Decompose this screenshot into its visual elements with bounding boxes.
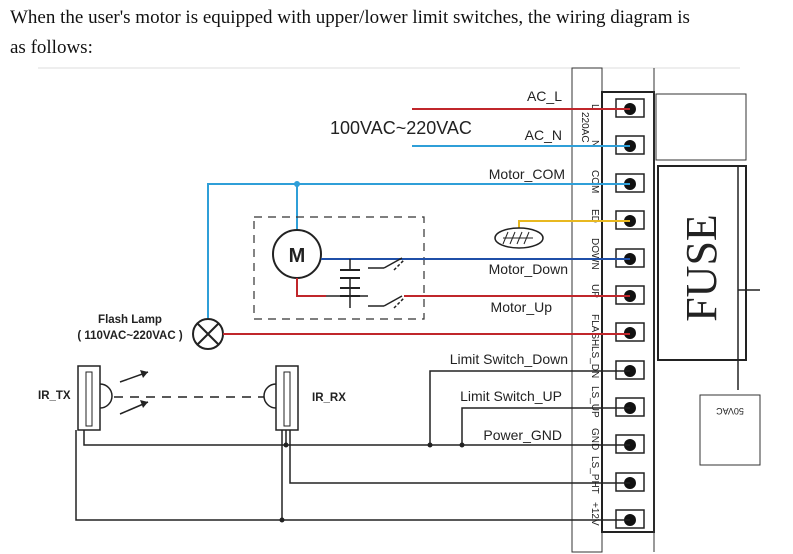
motor-com-wire [207,181,630,318]
terminal-flash [615,322,645,342]
intro-line-2: as follows: [10,37,93,58]
limit-switch-up-wire [461,407,630,445]
limit-switch-down-label: Limit Switch_Down [450,351,568,367]
voltage-label: 100VAC~220VAC [330,118,472,138]
ir-tx-label: IR_TX [38,390,71,402]
terminal-gnd [615,434,645,454]
intro-text: When the user's motor is equipped with u… [10,3,790,63]
terminal-ls-pht [615,472,645,492]
terminal-label-up: UP [589,284,600,298]
terminal-label-ed: ED [589,209,600,223]
flash-lamp-icon [192,318,224,350]
terminal-label-com: COM [589,170,600,193]
terminal-label-ls-up: LS_UP [589,386,600,418]
board-side-text: 50VAC [716,406,744,416]
terminal-label-l: L [589,104,600,110]
down-limit-contact [368,257,405,271]
up-limit-contact [326,295,405,309]
limit-switch-down-wire [429,370,630,445]
terminal-label-down: DOWN [589,238,600,270]
terminal-ls-dn [615,360,645,380]
terminal-ls-up [615,397,645,417]
capacitor-symbol [340,259,360,308]
ed-wire [518,220,630,228]
terminal-block [601,91,655,533]
ir-tx-sensor [77,365,113,431]
intro-line-1: When the user's motor is equipped with u… [10,7,690,28]
ir-rx-sensor [263,365,299,431]
terminal-label-n: N [589,140,600,147]
terminal-label-220ac: 220AC [579,112,590,143]
motor-down-label: Motor_Down [489,261,568,277]
terminal-label-ls-dn: LS_DN [589,346,600,378]
ir-rx-label: IR_RX [312,392,346,404]
motor-label: M [289,245,306,267]
flash-lamp-voltage-label: ( 110VAC~220VAC ) [77,330,183,342]
fuse-holder [657,165,747,361]
terminal-label-gnd: GND [589,428,600,450]
plus-12v-wire [75,430,630,523]
terminal-label-flash: FLASH [589,314,600,346]
terminal-label-12v: +12V [589,502,600,526]
motor-up-wire [296,278,630,297]
relay-outline [655,93,747,161]
ir-beam [114,370,264,415]
transformer-outline [699,394,761,466]
motor-assembly-box [253,216,425,320]
limit-switch-symbol [494,227,544,249]
motor-com-label: Motor_COM [489,166,565,182]
fuse-label: FUSE [677,214,726,322]
ls-pht-wire [289,430,630,484]
power-gnd-wire [83,430,630,448]
ac-n-label: AC_N [525,127,562,143]
terminal-label-ls-pht: LS_PHT [589,456,600,494]
ac-l-label: AC_L [527,88,562,104]
motor-up-label: Motor_Up [491,299,553,315]
limit-switch-up-label: Limit Switch_UP [460,388,562,404]
terminal-label-strip [571,67,603,553]
power-gnd-label: Power_GND [483,427,562,443]
terminal-12v [615,509,645,529]
flash-lamp-label: Flash Lamp [98,314,162,326]
